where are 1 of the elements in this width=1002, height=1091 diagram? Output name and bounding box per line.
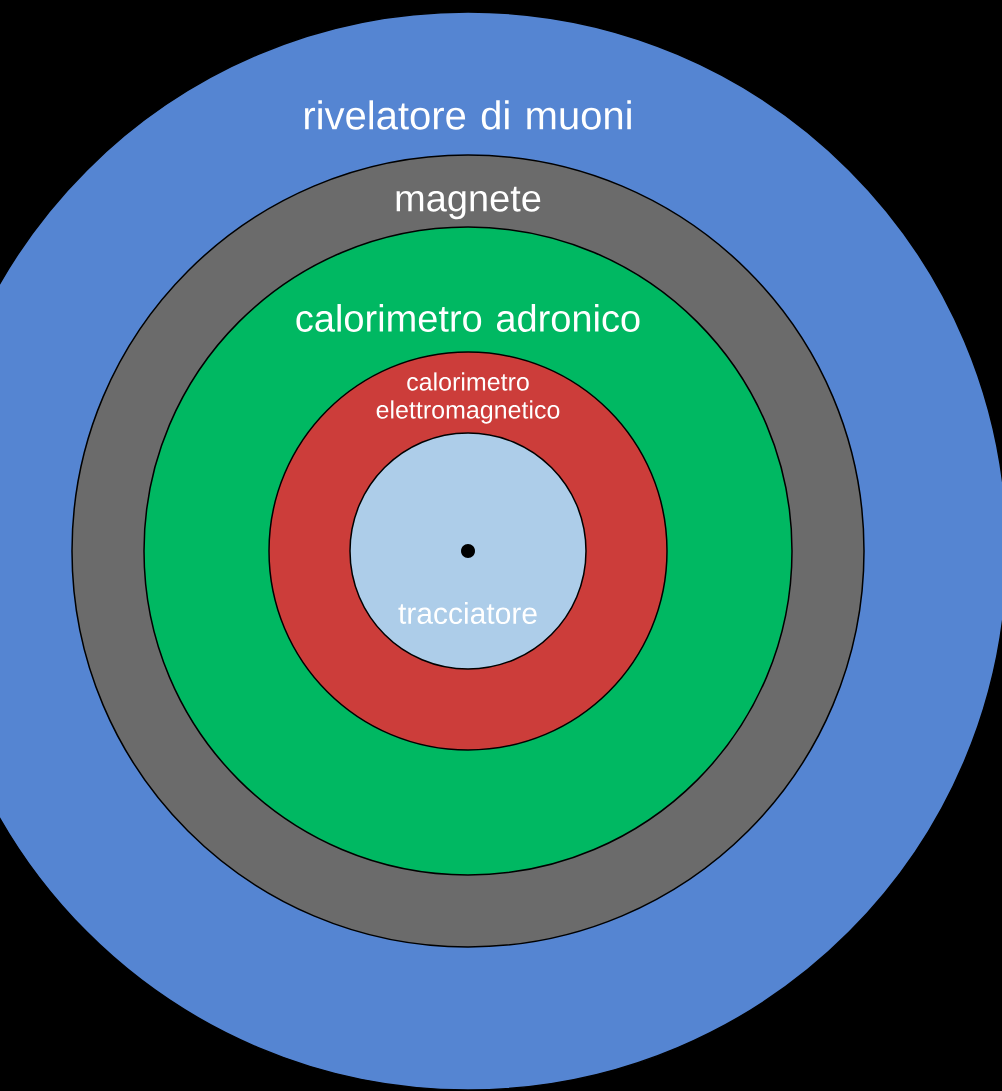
disc: tracciatore [349,432,587,670]
